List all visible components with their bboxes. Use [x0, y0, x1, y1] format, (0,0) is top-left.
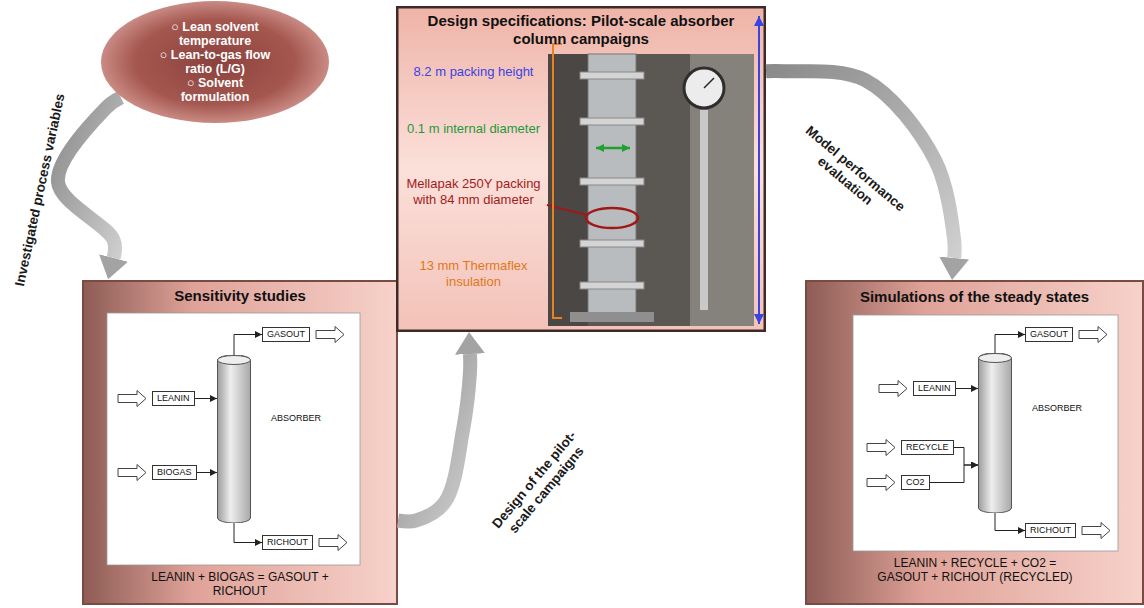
- stream-label: RICHOUT: [1030, 525, 1071, 536]
- stream-arrow: [879, 381, 907, 397]
- column-body: [218, 355, 251, 523]
- stream-box: LEANIN: [913, 381, 956, 396]
- packing-highlight: [586, 208, 638, 228]
- stream-box: CO2: [901, 475, 930, 490]
- absorber-column: [978, 353, 1012, 513]
- ellipse-fill: [101, 1, 329, 123]
- diameter-arrow: [596, 147, 630, 150]
- stream-label: CO2: [906, 477, 925, 488]
- box-background: [806, 281, 1143, 604]
- column-stand: [570, 312, 654, 322]
- column-flange: [580, 72, 644, 79]
- stream-line: [195, 398, 217, 399]
- box-title: Design specifications: Pilot-scale absor…: [401, 12, 761, 48]
- arrow-label: Model performance evaluation: [786, 118, 914, 233]
- stream-arrow: [867, 475, 895, 491]
- box-background: [397, 7, 765, 331]
- stream-box: RICHOUT: [1025, 523, 1076, 538]
- stream-line: [995, 335, 1025, 354]
- box-background: [83, 281, 397, 604]
- absorber-column: [217, 355, 251, 523]
- glass-column: [588, 54, 636, 320]
- stream-label: RICHOUT: [267, 537, 308, 548]
- gauge-pipe: [700, 110, 708, 310]
- column-cap: [218, 356, 251, 365]
- stream-box: RICHOUT: [262, 535, 313, 550]
- stream-line: [995, 513, 1025, 531]
- flowsheet-panel: [107, 313, 360, 565]
- stream-box: LEANIN: [152, 391, 195, 406]
- stream-arrow: [316, 327, 344, 343]
- stream-line: [234, 335, 262, 356]
- column-cap: [979, 354, 1012, 363]
- equation-text: LEANIN + BIOGAS = GASOUT + RICHOUT: [140, 570, 340, 598]
- stream-line: [956, 388, 978, 389]
- bullet-item: ○ Solvent formulation: [153, 76, 277, 104]
- bullet-item: ○ Lean solvent temperature: [153, 20, 277, 48]
- stream-line: [954, 448, 978, 466]
- unit-label: ABSORBER: [271, 413, 321, 424]
- stream-arrow: [1082, 523, 1110, 539]
- column-flange: [580, 282, 644, 289]
- column-flange: [580, 118, 644, 125]
- insulation-bracket: [553, 44, 562, 318]
- stream-line: [234, 523, 262, 543]
- stream-line: [197, 472, 217, 473]
- gauge-needle: [704, 78, 714, 88]
- box-title: Simulations of the steady states: [805, 288, 1144, 306]
- bullet-item: ○ Lean-to-gas flow ratio (L/G): [153, 48, 277, 76]
- spec-label: 0.1 m internal diameter: [406, 121, 541, 137]
- flow-arrow: [58, 98, 121, 258]
- height-arrow: [758, 16, 760, 324]
- column-flange: [580, 178, 644, 185]
- flowsheet-panel: [853, 315, 1118, 551]
- stream-arrow: [1079, 327, 1107, 343]
- absorber-unit: ABSORBER: [217, 355, 251, 523]
- pressure-gauge: [684, 68, 724, 108]
- variables-ellipse: ○ Lean solvent temperature○ Lean-to-gas …: [100, 0, 330, 124]
- stream-arrow: [118, 465, 146, 481]
- arrow-label: Design of the pilot-scale campaigns: [478, 415, 602, 554]
- column-flange: [580, 240, 644, 247]
- arrow-label: Investigated process variables: [12, 92, 69, 288]
- spec-label: Mellapak 250Y packing with 84 mm diamete…: [406, 176, 541, 207]
- simulation-box: Simulations of the steady statesLEANIN +…: [805, 280, 1144, 605]
- flow-arrow: [766, 71, 955, 258]
- stream-arrow: [319, 535, 347, 551]
- stream-arrow: [867, 440, 895, 456]
- stream-box: RECYCLE: [901, 440, 954, 455]
- box-title: Sensitivity studies: [82, 287, 398, 305]
- stream-line: [930, 465, 978, 483]
- equation-text: LEANIN + RECYCLE + CO2 = GASOUT + RICHOU…: [875, 556, 1075, 584]
- stream-arrow: [118, 391, 146, 407]
- column-photo: [548, 54, 754, 326]
- stream-label: LEANIN: [157, 393, 190, 404]
- unit-label: ABSORBER: [1032, 403, 1082, 414]
- stream-box: GASOUT: [262, 327, 310, 342]
- stream-label: GASOUT: [1030, 329, 1068, 340]
- flow-arrow: [398, 354, 470, 521]
- stream-label: GASOUT: [267, 329, 305, 340]
- absorber-unit: ABSORBER: [978, 353, 1012, 513]
- photo-ground: [548, 54, 754, 326]
- stream-label: RECYCLE: [906, 442, 949, 453]
- stream-label: LEANIN: [918, 383, 951, 394]
- design-box: Design specifications: Pilot-scale absor…: [396, 6, 766, 332]
- stream-box: GASOUT: [1025, 327, 1073, 342]
- study-box: Sensitivity studiesLEANIN + BIOGAS = GAS…: [82, 280, 398, 605]
- spec-label: 8.2 m packing height: [406, 64, 541, 80]
- stream-label: BIOGAS: [157, 467, 192, 478]
- stream-box: BIOGAS: [152, 465, 197, 480]
- spec-label: 13 mm Thermaflex insulation: [406, 258, 541, 289]
- column-body: [979, 353, 1012, 513]
